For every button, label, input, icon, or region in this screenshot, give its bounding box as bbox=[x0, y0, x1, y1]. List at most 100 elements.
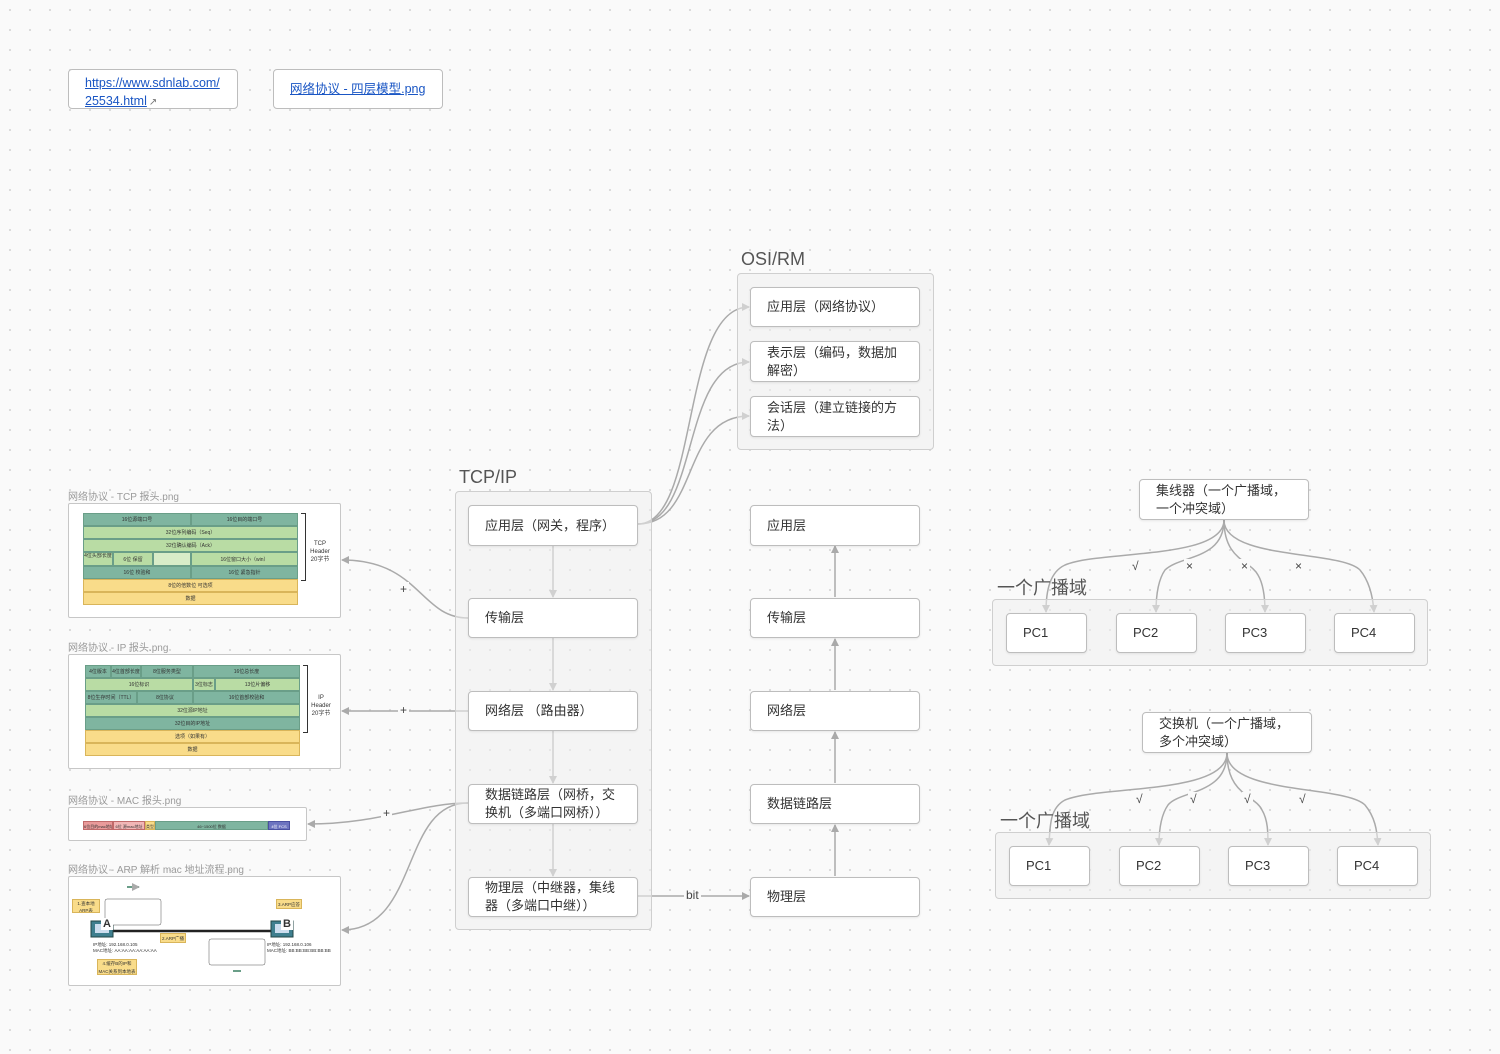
switch-mark-pc4: √ bbox=[1297, 792, 1308, 806]
switch-node[interactable]: 交换机（一个广播域，多个冲突域） bbox=[1142, 712, 1312, 753]
hub-pc3[interactable]: PC3 bbox=[1225, 613, 1306, 653]
stack-app-layer-label: 应用层 bbox=[767, 517, 807, 533]
ip-cell: 3位标志 bbox=[193, 678, 215, 691]
tcp-cell: 16位窗口大小（win） bbox=[191, 552, 298, 566]
stack-physical-layer-label: 物理层 bbox=[767, 889, 807, 904]
tcp-cell: 16位源端口号 bbox=[83, 513, 191, 526]
arp-mac-b: MAC地址: BB:BB:BB:BB:BB:BB bbox=[267, 948, 331, 953]
ip-cell: 8位生存时间（TTL） bbox=[85, 691, 137, 704]
tcp-header-label: TCP Header 20字节 bbox=[310, 541, 330, 563]
tcpip-physical-layer-label: 物理层（中继器，集线器（多端口中继）） bbox=[485, 880, 616, 913]
edge-app-osi-pres bbox=[637, 358, 750, 525]
mac-header-image[interactable]: 6位目的mac地址 6位 源mac地址 类型 46~1500位 数据 4位 FC… bbox=[68, 807, 307, 841]
mac-cell: 46~1500位 数据 bbox=[155, 821, 268, 830]
switch-pc2[interactable]: PC2 bbox=[1119, 846, 1200, 886]
tcp-header-image[interactable]: 16位源端口号 16位目的端口号 32位序列编码（Seq） 32位确认编码（Ac… bbox=[68, 503, 341, 618]
switch-pc4[interactable]: PC4 bbox=[1337, 846, 1418, 886]
stack-datalink-layer-label: 数据链路层 bbox=[767, 796, 833, 811]
hub-pc2-label: PC2 bbox=[1133, 625, 1159, 640]
tcpip-network-layer-label: 网络层 （路由器） bbox=[485, 703, 593, 718]
edge-label-plus-mac: + bbox=[381, 806, 393, 820]
tcpip-app-layer[interactable]: 应用层（网关，程序） bbox=[468, 505, 638, 546]
tcpip-physical-layer[interactable]: 物理层（中继器，集线器（多端口中继）） bbox=[468, 877, 638, 917]
arp-ip-b: IP地址: 192.168.0.106 bbox=[267, 942, 312, 947]
stack-physical-layer[interactable]: 物理层 bbox=[750, 877, 920, 917]
tcpip-network-layer[interactable]: 网络层 （路由器） bbox=[468, 691, 638, 731]
switch-pc1[interactable]: PC1 bbox=[1009, 846, 1090, 886]
group-title-broadcast-2: 一个广播域 bbox=[1000, 811, 1090, 831]
switch-pc3[interactable]: PC3 bbox=[1228, 846, 1309, 886]
ip-cell: 16位首部校验和 bbox=[193, 691, 300, 704]
edge-hub-pc2 bbox=[1152, 519, 1225, 613]
ip-header-bracket bbox=[303, 665, 308, 733]
edge-label-plus-ip: + bbox=[398, 703, 410, 717]
stack-transport-layer-label: 传输层 bbox=[767, 610, 807, 625]
group-title-broadcast-1: 一个广播域 bbox=[997, 578, 1087, 598]
stack-transport-layer[interactable]: 传输层 bbox=[750, 598, 920, 638]
hub-mark-pc4: × bbox=[1293, 559, 1305, 573]
edge-label-plus-tcp: + bbox=[398, 582, 410, 596]
arp-note: 3.ARP应答 bbox=[276, 899, 302, 909]
link-card-four-layer-model[interactable]: 网络协议 - 四层模型.png bbox=[273, 69, 443, 109]
mac-image-caption: 网络协议 - MAC 报头.png bbox=[68, 796, 182, 807]
hub-mark-pc2: × bbox=[1184, 559, 1196, 573]
mac-cell: 类型 bbox=[145, 821, 155, 830]
hub-pc1[interactable]: PC1 bbox=[1006, 613, 1087, 653]
switch-pc1-label: PC1 bbox=[1026, 858, 1052, 873]
ip-cell: 4位首部长度 bbox=[111, 665, 141, 678]
tcpip-datalink-layer[interactable]: 数据链路层（网桥，交换机（多端口网桥）） bbox=[468, 784, 638, 824]
external-link-icon: ↗ bbox=[148, 97, 158, 108]
link-card-sdnlab[interactable]: https://www.sdnlab.com/ 25534.html↗ bbox=[68, 69, 238, 109]
edge-switch-pc2 bbox=[1155, 752, 1228, 846]
tcpip-transport-layer-label: 传输层 bbox=[485, 610, 525, 625]
tcp-cell: 32位确认编码（Ack） bbox=[83, 539, 298, 552]
arp-mac-a: MAC地址: AA:AA:AA:AA:AA:AA bbox=[93, 948, 157, 953]
osi-app-layer[interactable]: 应用层（网络协议） bbox=[750, 287, 920, 327]
link-sdnlab-line2[interactable]: 25534.html bbox=[85, 94, 147, 108]
arp-ip-a: IP地址: 192.168.0.105 bbox=[93, 942, 138, 947]
osi-presentation-layer[interactable]: 表示层（编码，数据加解密） bbox=[750, 341, 920, 382]
edge-app-osi-sess bbox=[637, 412, 750, 525]
tcpip-transport-layer[interactable]: 传输层 bbox=[468, 598, 638, 638]
switch-title: 交换机（一个广播域，多个冲突域） bbox=[1159, 715, 1290, 749]
hub-mark-pc3: × bbox=[1239, 559, 1251, 573]
stack-datalink-layer[interactable]: 数据链路层 bbox=[750, 784, 920, 824]
link-four-layer-model[interactable]: 网络协议 - 四层模型.png bbox=[290, 82, 426, 96]
tcp-cell: 4位头部长度 bbox=[83, 552, 113, 566]
ip-cell: 选项（如果有） bbox=[85, 730, 300, 743]
arp-image-caption: 网络协议 - ARP 解析 mac 地址流程.png bbox=[68, 865, 244, 876]
ip-header-image[interactable]: 4位版本 4位首部长度 8位服务类型 16位总长度 16位标识 3位标志 13位… bbox=[68, 654, 341, 769]
edge-datalink-arpimg bbox=[341, 802, 469, 934]
ip-cell: 32位源IP地址 bbox=[85, 704, 300, 717]
ip-cell: 13位片偏移 bbox=[215, 678, 300, 691]
hub-node[interactable]: 集线器（一个广播域，一个冲突域） bbox=[1139, 479, 1309, 520]
switch-pc2-label: PC2 bbox=[1136, 858, 1162, 873]
link-sdnlab-line1[interactable]: https://www.sdnlab.com/ bbox=[85, 76, 220, 90]
hub-pc4[interactable]: PC4 bbox=[1334, 613, 1415, 653]
tcp-cell: 数据 bbox=[83, 592, 298, 605]
arp-host-a: A bbox=[101, 918, 113, 930]
stack-app-layer[interactable]: 应用层 bbox=[750, 505, 920, 546]
tcp-cell: 16位目的端口号 bbox=[191, 513, 298, 526]
arp-flow-image[interactable]: A B 1.查本地ARP表 2.ARP广播 3.ARP应答 4.缓存B的IP和M… bbox=[68, 876, 341, 986]
tcpip-datalink-layer-label: 数据链路层（网桥，交换机（多端口网桥）） bbox=[485, 787, 616, 820]
hub-mark-pc1: √ bbox=[1130, 559, 1141, 573]
ip-cell: 16位总长度 bbox=[193, 665, 300, 678]
edge-hub-pc1 bbox=[1042, 519, 1225, 613]
tcp-cell: 8位的倍数位 可选项 bbox=[83, 579, 298, 592]
arp-note: 2.ARP广播 bbox=[160, 933, 186, 943]
ip-header-label: IP Header 20字节 bbox=[311, 695, 331, 717]
osi-session-layer[interactable]: 会话层（建立链接的方法） bbox=[750, 396, 920, 437]
tcp-cell: 6位 保留 bbox=[113, 552, 153, 566]
osi-presentation-layer-label: 表示层（编码，数据加解密） bbox=[767, 344, 898, 378]
switch-mark-pc1: √ bbox=[1134, 792, 1145, 806]
mac-cell: 6位 源mac地址 bbox=[113, 821, 145, 830]
stack-network-layer[interactable]: 网络层 bbox=[750, 691, 920, 731]
stack-network-layer-label: 网络层 bbox=[767, 703, 807, 718]
ip-cell: 4位版本 bbox=[85, 665, 111, 678]
hub-title: 集线器（一个广播域，一个冲突域） bbox=[1156, 482, 1287, 516]
tcpip-app-layer-label: 应用层（网关，程序） bbox=[485, 517, 616, 533]
hub-pc2[interactable]: PC2 bbox=[1116, 613, 1197, 653]
tcp-cell: 32位序列编码（Seq） bbox=[83, 526, 298, 539]
hub-pc4-label: PC4 bbox=[1351, 625, 1377, 640]
